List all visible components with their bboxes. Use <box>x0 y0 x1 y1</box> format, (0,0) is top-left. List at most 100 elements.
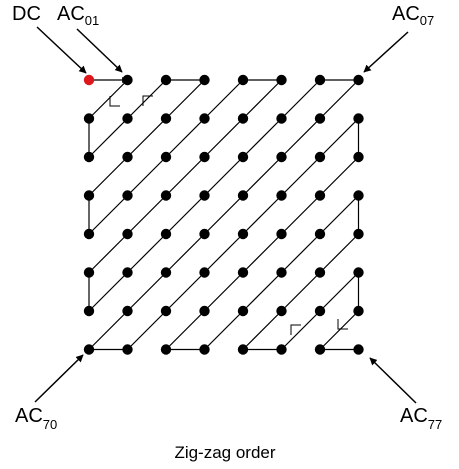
grid-point <box>314 74 326 86</box>
ac01-label: AC01 <box>57 3 99 28</box>
grid-point <box>314 151 326 163</box>
zigzag-segment <box>165 272 205 312</box>
ac77-label: AC77 <box>400 405 442 432</box>
zigzag-segment <box>242 310 282 350</box>
dc-arrow <box>36 26 87 74</box>
grid-point <box>122 190 133 201</box>
grid-point <box>160 267 172 278</box>
zigzag-segment <box>165 195 205 235</box>
grid-point <box>276 74 287 86</box>
zigzag-segment <box>319 272 359 312</box>
grid-point <box>353 228 364 240</box>
grid-point <box>314 190 326 201</box>
zigzag-segment <box>88 272 128 312</box>
grid-point <box>199 344 210 355</box>
grid-point <box>353 190 364 201</box>
zigzag-segment <box>127 310 167 350</box>
dc-point <box>83 74 95 86</box>
direction-mark <box>337 319 348 330</box>
ac70-arrow <box>34 354 84 403</box>
grid-point <box>237 74 249 86</box>
zigzag-segment <box>88 156 128 196</box>
zigzag-segment <box>319 118 359 158</box>
grid-point <box>199 113 210 124</box>
zigzag-segment <box>204 272 244 312</box>
grid-point <box>353 74 364 86</box>
zigzag-segment <box>204 310 244 350</box>
zigzag-segment <box>127 79 167 119</box>
zigzag-segment <box>319 195 359 235</box>
grid-point <box>122 74 133 86</box>
grid-point <box>160 228 172 240</box>
zigzag-segment <box>127 195 167 235</box>
grid-point <box>237 344 249 355</box>
grid-point <box>83 267 95 278</box>
grid-point <box>237 267 249 278</box>
direction-marks <box>109 95 348 335</box>
grid-point <box>160 344 172 355</box>
zigzag-segment <box>127 118 167 158</box>
grid-point <box>276 190 287 201</box>
grid-point <box>160 74 172 86</box>
grid-point <box>276 267 287 278</box>
direction-mark <box>142 95 153 106</box>
zigzag-segment <box>88 310 128 350</box>
grid-point <box>160 151 172 163</box>
zigzag-segment <box>281 79 321 119</box>
grid-point <box>160 190 172 201</box>
zigzag-segment <box>242 272 282 312</box>
zigzag-segment <box>281 272 321 312</box>
zigzag-segment <box>88 118 128 158</box>
grid-point <box>314 113 326 124</box>
grid-point <box>160 305 172 317</box>
zigzag-segment <box>204 118 244 158</box>
grid-point <box>353 151 364 163</box>
grid-point <box>122 344 133 355</box>
grid-point <box>237 228 249 240</box>
grid-point <box>276 113 287 124</box>
grid-point <box>83 228 95 240</box>
grid-point <box>353 305 364 317</box>
zigzag-segment <box>281 195 321 235</box>
grid-points <box>83 74 364 355</box>
ac77-arrow <box>369 357 417 404</box>
grid-point <box>276 151 287 163</box>
grid-point <box>122 305 133 317</box>
zigzag-segment <box>165 156 205 196</box>
zigzag-path <box>88 77 360 351</box>
grid-point <box>353 113 364 124</box>
grid-point <box>276 305 287 317</box>
zigzag-segment <box>319 233 359 273</box>
grid-point <box>83 344 95 355</box>
grid-point <box>83 190 95 201</box>
zigzag-segment <box>165 233 205 273</box>
zigzag-segment <box>165 310 205 350</box>
grid-point <box>199 151 210 163</box>
ac07-arrow <box>363 31 409 73</box>
zigzag-segment <box>127 272 167 312</box>
zigzag-segment <box>319 79 359 119</box>
grid-point <box>122 113 133 124</box>
grid-point <box>122 267 133 278</box>
grid-point <box>314 344 326 355</box>
ac01-arrow <box>76 28 123 73</box>
zigzag-segment <box>165 79 205 119</box>
grid-point <box>122 228 133 240</box>
grid-point <box>199 190 210 201</box>
grid-point <box>353 267 364 278</box>
zigzag-segment <box>204 79 244 119</box>
zigzag-segment <box>242 195 282 235</box>
grid-point <box>83 305 95 317</box>
grid-point <box>199 267 210 278</box>
grid-point <box>237 305 249 317</box>
grid-point <box>237 190 249 201</box>
zigzag-segment <box>242 156 282 196</box>
grid-point <box>83 113 95 124</box>
zigzag-segment <box>281 310 321 350</box>
grid-point <box>199 305 210 317</box>
grid-point <box>314 228 326 240</box>
grid-point <box>199 74 210 86</box>
zigzag-segment <box>242 79 282 119</box>
zigzag-segment <box>281 156 321 196</box>
